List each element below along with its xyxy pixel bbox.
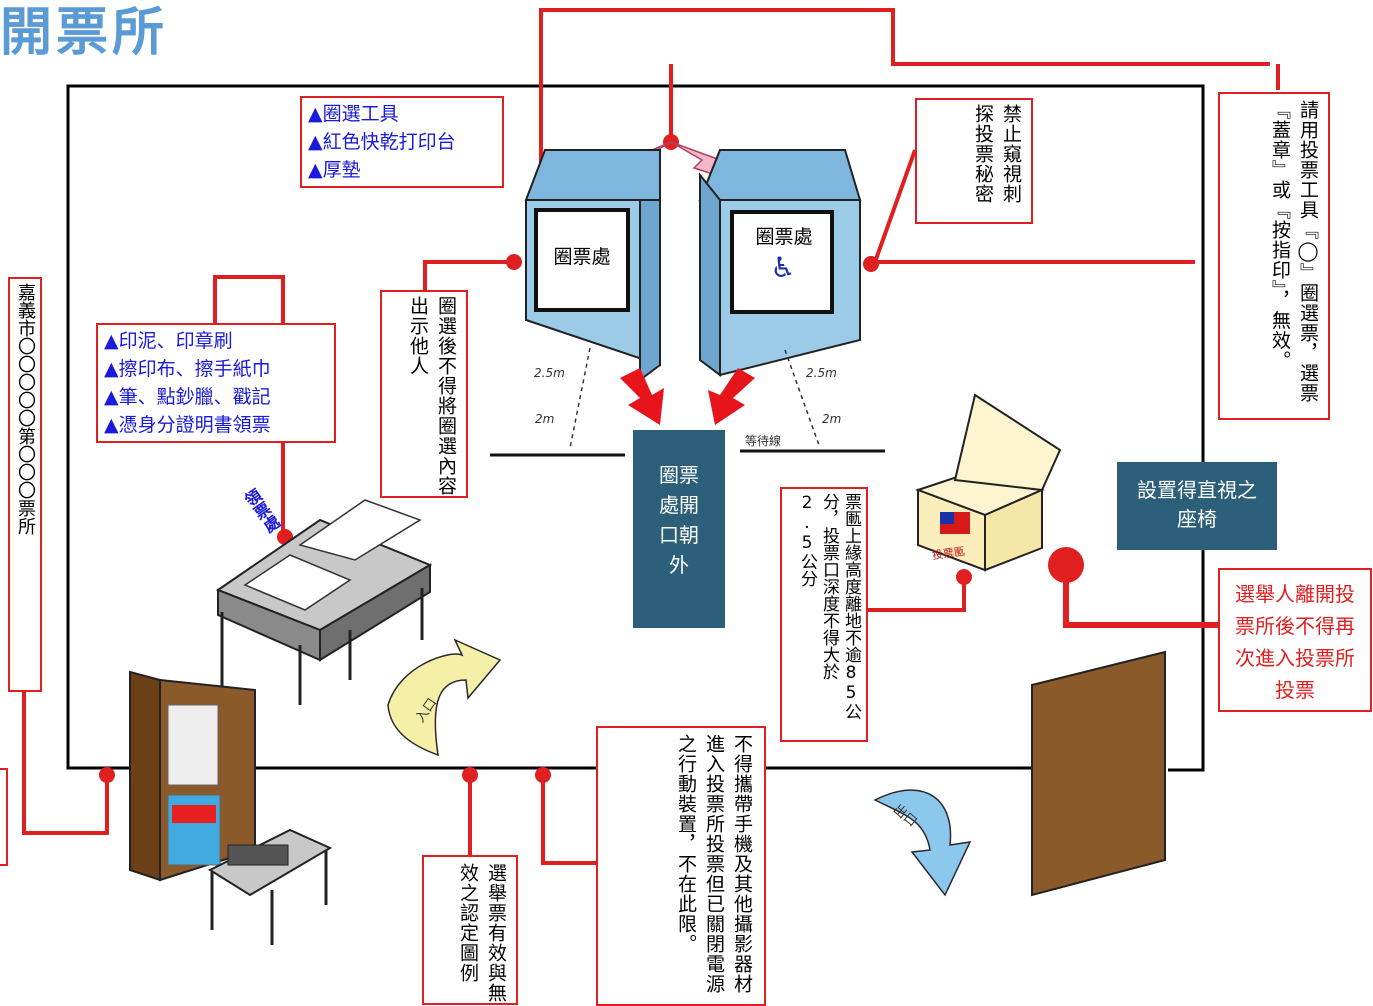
- tools-item: ▲圈選工具: [308, 103, 399, 125]
- no-phone-box: 不得攜帶手機及其他攝影器材進入投票所投票但已關閉電源之行動裝置，不在此限。: [596, 726, 766, 1006]
- distance-right-bottom: 2m: [822, 412, 842, 426]
- stamp-instruction-text: 請用投票工具『◯』圈選票，選票『蓋章』或『按指印』，無效。: [1269, 100, 1319, 403]
- wait-lines: [490, 449, 885, 457]
- no-reentry-text: 選舉人離開投票所後不得再次進入投票所投票: [1235, 582, 1355, 702]
- desk-item: ▲筆、點鈔臘、戳記: [104, 386, 271, 408]
- exit-door: [1031, 650, 1166, 897]
- exit-flow-arrow: [873, 789, 972, 897]
- wait-line-label: 等待線: [745, 434, 782, 448]
- seat-box: 設置得直視之座椅: [1117, 462, 1277, 550]
- callout-dots: [99, 134, 1084, 783]
- ticket-desk: [215, 499, 433, 705]
- desk-item: ▲擦印布、擦手紙巾: [104, 358, 271, 380]
- no-phone-text: 不得攜帶手機及其他攝影器材進入投票所投票但已關閉電源之行動裝置，不在此限。: [675, 734, 753, 994]
- booth-right-label: 圈票處: [742, 222, 826, 249]
- flow-arrows: [387, 638, 502, 757]
- show-content-box: 圈選後不得將圈選內容出示他人: [380, 290, 468, 498]
- ballot-box-rule-box: 票匭上緣高度離地不逾85公分，投票口深度不得大於2.5公分: [780, 487, 868, 742]
- ballot-box: [914, 393, 1062, 572]
- station-name-box: 嘉義市〇〇〇〇〇第〇〇〇票所: [8, 277, 42, 692]
- booth-exit-arrows: [620, 368, 755, 425]
- desk-item: ▲印泥、印章刷: [104, 330, 233, 352]
- tools-item: ▲紅色快乾打印台: [308, 131, 456, 153]
- valid-invalid-text: 選舉票有效與無效之認定圖例: [457, 863, 507, 1003]
- prohibit-spy-text: 禁止窺視刺探投票秘密: [972, 104, 1022, 204]
- desk-item: ▲憑身分證明書領票: [104, 414, 271, 436]
- entrance-door: [129, 670, 256, 882]
- distance-markers: [569, 347, 821, 449]
- ballot-box-rule-text: 票匭上緣高度離地不逾85公分，投票口深度不得大於2.5公分: [797, 493, 861, 720]
- tools-item: ▲厚墊: [308, 159, 361, 181]
- stamp-instruction-box: 請用投票工具『◯』圈選票，選票『蓋章』或『按指印』，無效。: [1218, 92, 1330, 420]
- prohibit-spy-box: 禁止窺視刺探投票秘密: [915, 98, 1033, 224]
- booth-opening-box: 圈票處開口朝外: [633, 430, 725, 628]
- distance-left-top: 2.5m: [534, 366, 565, 380]
- seat-text: 設置得直視之座椅: [1137, 478, 1257, 531]
- side-table: [207, 828, 333, 945]
- station-name-text: 嘉義市〇〇〇〇〇第〇〇〇票所: [15, 283, 36, 535]
- no-reentry-box: 選舉人離開投票所後不得再次進入投票所投票: [1218, 568, 1372, 712]
- show-content-text: 圈選後不得將圈選內容出示他人: [407, 296, 457, 496]
- distance-right-top: 2.5m: [806, 366, 837, 380]
- ballot-desk-list: ▲印泥、印章刷 ▲擦印布、擦手紙巾 ▲筆、點鈔臘、戳記 ▲憑身分證明書領票: [96, 323, 336, 443]
- tools-list: ▲圈選工具 ▲紅色快乾打印台 ▲厚墊: [300, 96, 504, 188]
- left-edge-box: [0, 768, 8, 866]
- valid-invalid-box: 選舉票有效與無效之認定圖例: [422, 855, 518, 1005]
- accessibility-icon: ♿: [770, 251, 796, 284]
- booth-opening-text: 圈票處開口朝外: [659, 463, 699, 577]
- page-title: 開票所: [0, 3, 169, 63]
- booth-left-label: 圈票處: [540, 242, 624, 269]
- distance-left-bottom: 2m: [535, 412, 555, 426]
